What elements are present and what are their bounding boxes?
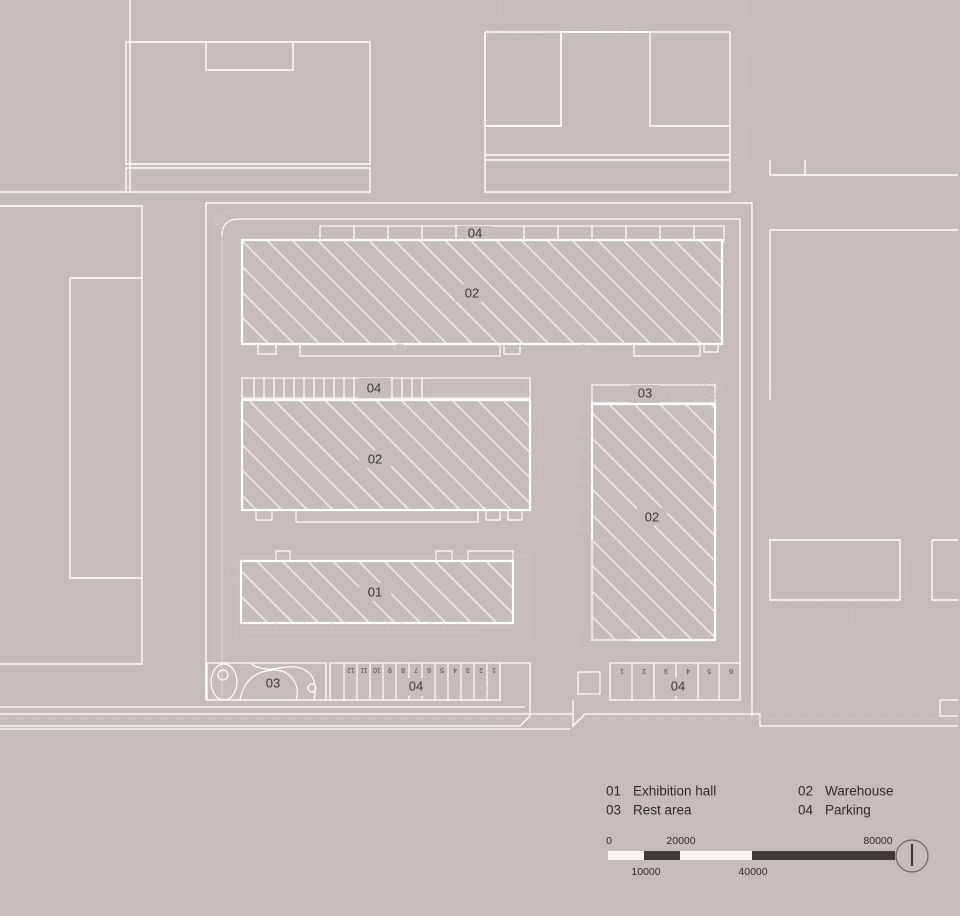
scale-bar: 0 20000 80000 10000 40000: [606, 835, 895, 878]
legend-label-2: Rest area: [633, 803, 692, 818]
svg-text:8: 8: [401, 666, 405, 673]
exhibition-hall-surround: [227, 555, 531, 641]
context-building-northwest: [125, 41, 371, 193]
label-warehouse-east: 02: [645, 509, 659, 524]
warehouse-east-inner-outline: [591, 539, 631, 641]
utility-box-south: [577, 671, 601, 695]
exhibition-hall-label-bg: [359, 583, 391, 601]
rest-area-east-markers: [664, 376, 723, 400]
legend-label-1: Warehouse: [825, 784, 894, 799]
label-parking-mid: 04: [367, 380, 381, 395]
scale-seg-0: [608, 851, 644, 860]
loading-bays-mid: [255, 510, 523, 523]
site-boundary: [205, 202, 753, 700]
svg-text:3: 3: [664, 667, 668, 674]
parking-mid-island: [427, 381, 527, 395]
svg-text:11: 11: [360, 666, 367, 673]
svg-text:1: 1: [492, 666, 496, 673]
scale-tick-20000: 20000: [666, 835, 695, 847]
loading-bays-north: [257, 344, 719, 357]
parking-south-curb: [461, 687, 489, 699]
parking-east-label-bg: [662, 678, 694, 696]
parking-south-stall-numbers: 1 2 3 4 5 6 7 8 9 10 11 12: [347, 666, 496, 673]
rest-area-east-label-bg: [630, 385, 660, 403]
scale-tick-0: 0: [606, 835, 612, 847]
label-warehouse-mid: 02: [368, 451, 382, 466]
svg-text:7: 7: [414, 666, 418, 673]
svg-text:2: 2: [479, 666, 483, 673]
context-building-north: [484, 31, 731, 193]
legend-code-0: 01: [606, 784, 621, 799]
south-road: [0, 713, 958, 727]
parking-north-label-bg: [458, 226, 492, 242]
legend-code-2: 03: [606, 803, 621, 818]
warehouse-north-label-bg: [455, 284, 489, 302]
svg-text:5: 5: [707, 667, 711, 674]
svg-text:4: 4: [453, 666, 457, 673]
warehouse-east-label-bg: [637, 508, 667, 526]
label-exhibition-hall: 01: [368, 584, 382, 599]
svg-text:12: 12: [347, 666, 355, 673]
internal-road-edge: [221, 218, 741, 700]
svg-text:2: 2: [642, 667, 646, 674]
parking-mid-label-bg: [358, 378, 390, 398]
scale-seg-1: [644, 851, 680, 860]
legend-code-3: 04: [798, 803, 814, 818]
svg-text:9: 9: [388, 666, 392, 673]
scale-tick-40000: 40000: [738, 866, 767, 878]
context-block-solid-southeast: [769, 539, 958, 601]
warehouse-mid-label-bg: [359, 450, 391, 468]
parking-east: [609, 662, 741, 701]
label-parking-north: 04: [468, 225, 482, 240]
side-bay-mid: [530, 417, 541, 483]
scale-seg-2: [680, 851, 752, 860]
site-south-edge: [0, 662, 531, 727]
scale-tick-10000: 10000: [631, 866, 660, 878]
parking-east-stall-numbers: 1 2 3 4 5 6: [620, 667, 733, 674]
svg-text:6: 6: [427, 666, 431, 673]
label-rest-area-south: 03: [266, 675, 280, 690]
svg-text:5: 5: [440, 666, 444, 673]
exhibition-hall-dock-teeth: [243, 623, 478, 633]
internal-road-edge-inner: [213, 210, 746, 700]
label-parking-south: 04: [409, 678, 423, 693]
south-road-connector: [572, 699, 958, 728]
legend-code-1: 02: [798, 784, 813, 799]
context-building-east: [769, 160, 958, 400]
label-rest-area-east: 03: [638, 385, 652, 400]
label-warehouse-north: 02: [465, 285, 479, 300]
legend-label-3: Parking: [825, 803, 871, 818]
svg-text:6: 6: [729, 667, 733, 674]
scale-tick-80000: 80000: [863, 835, 892, 847]
label-parking-east: 04: [671, 678, 685, 693]
parking-south-label-bg: [400, 678, 432, 696]
context-road-west-top: [0, 0, 131, 193]
svg-text:3: 3: [466, 666, 470, 673]
scale-seg-3: [752, 851, 895, 860]
road-corner-hatch: [213, 210, 235, 235]
rest-area-south-label-bg: [258, 675, 288, 693]
context-plot-west: [0, 205, 143, 665]
legend: 01 Exhibition hall 02 Warehouse 03 Rest …: [606, 784, 894, 818]
north-arrow: [895, 839, 929, 873]
legend-label-0: Exhibition hall: [633, 784, 716, 799]
svg-text:1: 1: [620, 667, 624, 674]
svg-text:10: 10: [373, 666, 381, 673]
svg-text:4: 4: [686, 667, 690, 674]
context-blocks-southeast: [768, 519, 959, 646]
warehouse-east-side-bays: [577, 409, 592, 649]
manhole-north: [394, 343, 590, 358]
